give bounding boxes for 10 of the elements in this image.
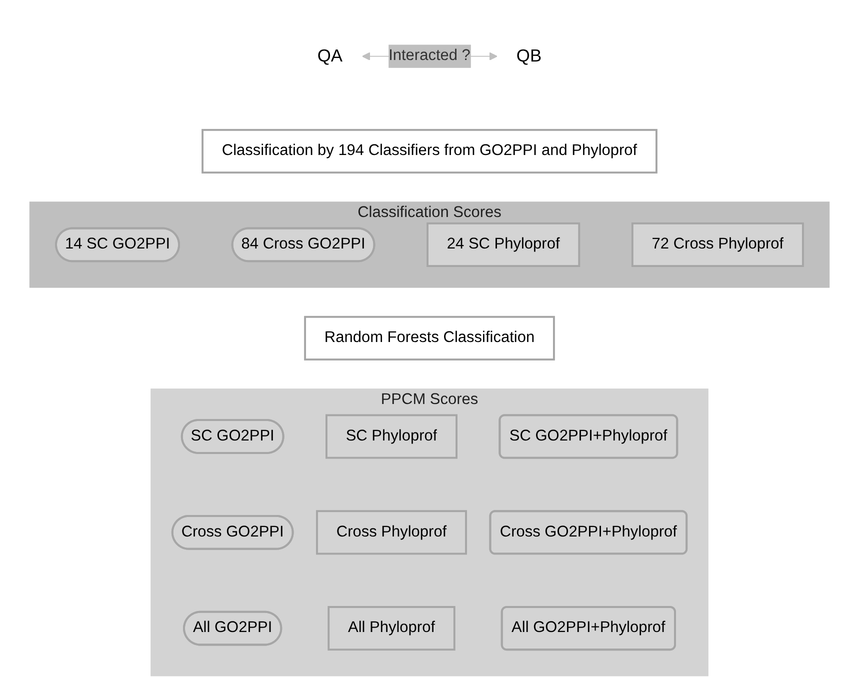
node-box: Classification by 194 Classifiers from GO2PPI and Phyloprof	[202, 128, 658, 174]
node-box: Cross Phyloprof	[316, 510, 467, 555]
edge-label: Interacted ?	[388, 48, 470, 64]
node-box: 24 SC Phyloprof	[426, 222, 580, 267]
node-box: All Phyloprof	[328, 606, 456, 651]
node-box: 72 Cross Phyloprof	[631, 222, 804, 267]
node-text: QB	[516, 46, 542, 66]
node-box: Random Forests Classification	[304, 316, 555, 360]
node-text: QA	[317, 46, 343, 66]
node-box: SC Phyloprof	[326, 414, 458, 459]
